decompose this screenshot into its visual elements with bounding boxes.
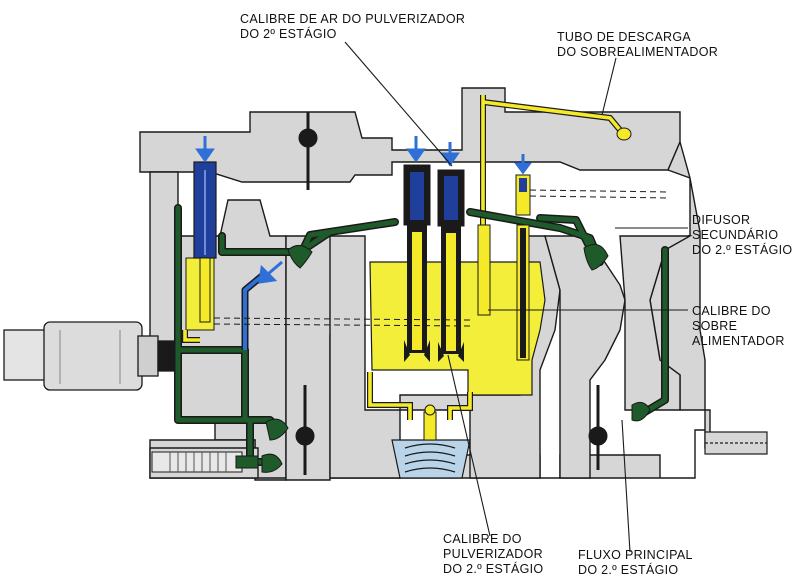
supercharger-tube — [477, 174, 531, 361]
label-secondary-diffuser: DIFUSOR SECUNDÁRIO DO 2.º ESTÁGIO — [692, 213, 792, 258]
solenoid-valve — [3, 321, 177, 391]
label-line: DIFUSOR — [692, 213, 751, 227]
label-line: DO SOBREALIMENTADOR — [557, 45, 719, 59]
label-line: DO 2.º ESTÁGIO — [692, 243, 793, 257]
label-air-jet: CALIBRE DE AR DO PULVERIZADOR DO 2º ESTÁ… — [240, 12, 465, 42]
emulsion-tube-left — [193, 161, 217, 323]
label-line: TUBO DE DESCARGA — [557, 30, 691, 44]
carburetor-housing — [139, 87, 711, 481]
idle-air-bleed — [241, 273, 265, 350]
label-line: FLUXO PRINCIPAL — [578, 548, 693, 562]
leader-line — [344, 41, 688, 553]
label-main-flow: FLUXO PRINCIPAL DO 2.º ESTÁGIO — [578, 548, 693, 578]
power-valve — [391, 404, 471, 479]
air-correction-jet-primary — [403, 164, 431, 353]
throttle-plate — [295, 112, 608, 475]
supercharger-nozzle — [616, 127, 632, 141]
label-line: SECUNDÁRIO — [692, 228, 779, 242]
discharge-nozzle — [261, 243, 651, 473]
label-line: DO 2.º ESTÁGIO — [578, 563, 679, 577]
label-supercharger-jet: CALIBRE DO SOBRE ALIMENTADOR — [692, 304, 785, 349]
air-flow-arrow — [195, 136, 532, 284]
air-correction-jet-secondary — [437, 169, 465, 354]
jet-tips — [404, 340, 464, 362]
label-line: CALIBRE DO — [443, 532, 522, 546]
label-line: SOBRE — [692, 319, 738, 333]
label-line: PULVERIZADOR — [443, 547, 543, 561]
label-line: DO 2.º ESTÁGIO — [443, 562, 544, 576]
label-sprayer-jet: CALIBRE DO PULVERIZADOR DO 2.º ESTÁGIO — [443, 532, 543, 577]
outlet-pipe — [704, 431, 768, 455]
reference-line — [213, 189, 671, 327]
label-line: DO 2º ESTÁGIO — [240, 27, 337, 41]
mixture-screw — [151, 451, 259, 473]
label-line: CALIBRE DE AR DO PULVERIZADOR — [240, 12, 466, 26]
label-discharge-tube: TUBO DE DESCARGA DO SOBREALIMENTADOR — [557, 30, 718, 60]
label-line: ALIMENTADOR — [692, 334, 785, 348]
label-line: CALIBRE DO — [692, 304, 771, 318]
